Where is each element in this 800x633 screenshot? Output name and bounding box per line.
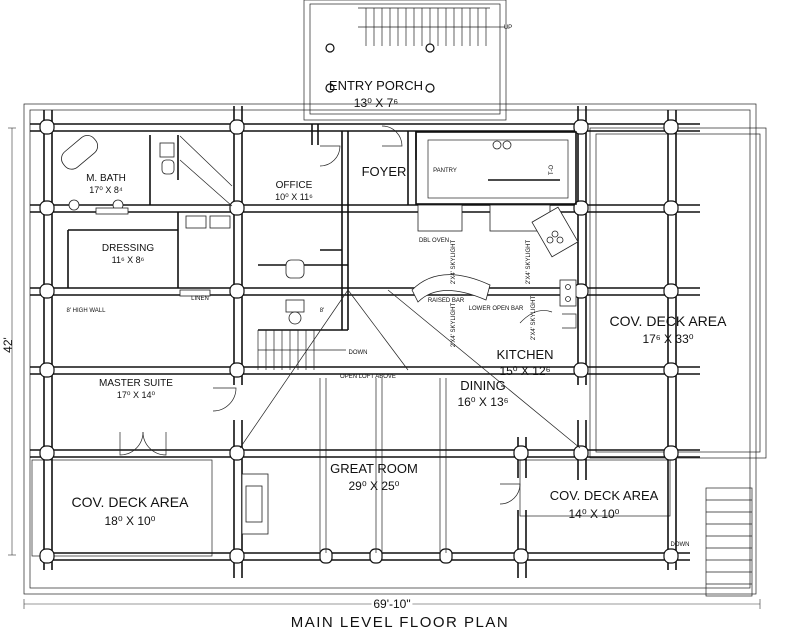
room-cov-deck-left-size: 18⁰ X 10⁰ (105, 514, 156, 528)
deck-stair (705, 487, 753, 597)
skylight-2: 2'X4' SKYLIGHT (526, 240, 532, 285)
entry-stair-treads (358, 8, 505, 46)
dimension-lines (8, 127, 761, 609)
room-entry-porch-size: 13⁰ X 7⁶ (354, 96, 399, 110)
eight-ft-label: 8' (320, 308, 324, 314)
room-foyer-name: FOYER (362, 164, 407, 179)
skylight-4: 2'X4' SKYLIGHT (531, 296, 537, 341)
t-o-label: T-O (549, 165, 555, 175)
room-great-room-size: 29⁰ X 25⁰ (349, 479, 400, 493)
room-master-suite-size: 17⁰ X 14⁰ (117, 390, 156, 400)
room-great-room-name: GREAT ROOM (330, 461, 418, 476)
room-cov-deck-center-size: 14⁰ X 10⁰ (569, 507, 620, 521)
room-cov-deck-right-size: 17⁶ X 33⁰ (642, 332, 693, 346)
doors (119, 125, 521, 505)
room-master-suite-name: MASTER SUITE (99, 378, 173, 389)
entry-porch-structure (303, 0, 507, 121)
shower-lines (179, 135, 233, 207)
skylight-1: 2'X4' SKYLIGHT (451, 240, 457, 285)
room-labels: ENTRY PORCH 13⁰ X 7⁶ M. BATH 17⁰ X 8⁴ OF… (72, 78, 728, 528)
depth-dimension: 42' (1, 337, 15, 353)
plan-notes: PANTRY T-O DBL OVEN RAISED BAR LOWER OPE… (67, 165, 690, 548)
room-cov-deck-center-name: COV. DECK AREA (550, 488, 659, 503)
raised-bar-label: RAISED BAR (428, 298, 465, 304)
dbl-oven-label: DBL OVEN (419, 238, 449, 244)
pantry-label: PANTRY (433, 168, 457, 174)
room-cov-deck-right-name: COV. DECK AREA (610, 313, 728, 329)
deck-outlines (23, 103, 767, 595)
down-stair (257, 330, 346, 370)
fireplace (241, 473, 269, 535)
plan-title: MAIN LEVEL FLOOR PLAN (290, 614, 510, 631)
high-wall-label: 8' HIGH WALL (67, 308, 107, 314)
room-dining-size: 16⁰ X 13⁶ (457, 395, 508, 409)
interior-walls (67, 124, 577, 331)
room-dressing-size: 11⁶ X 8⁶ (112, 255, 145, 265)
room-kitchen-name: KITCHEN (496, 347, 553, 362)
room-m-bath-size: 17⁰ X 8⁴ (89, 185, 123, 195)
room-dining-name: DINING (460, 378, 506, 393)
down-stair-label: DOWN (349, 350, 368, 356)
down-deck-label: DOWN (671, 542, 690, 548)
kitchen-counters (411, 140, 579, 329)
open-loft-lines (239, 289, 581, 553)
room-m-bath-name: M. BATH (86, 173, 126, 184)
room-entry-porch-name: ENTRY PORCH (329, 78, 423, 93)
lower-open-bar-label: LOWER OPEN BAR (469, 306, 524, 312)
linen-label: LINEN (191, 296, 209, 302)
log-posts (39, 119, 679, 564)
skylight-3: 2'X4' SKYLIGHT (451, 303, 457, 348)
up-label: UP (504, 25, 512, 31)
room-office-size: 10⁰ X 11⁶ (275, 192, 313, 202)
bath-fixtures (61, 135, 305, 325)
width-dimension: 69'-10" (373, 597, 410, 611)
exterior-walls (30, 106, 700, 578)
open-loft-label: OPEN LOFT ABOVE (340, 374, 396, 380)
room-kitchen-size: 15⁰ X 12⁶ (499, 364, 550, 378)
room-dressing-name: DRESSING (102, 243, 154, 254)
room-office-name: OFFICE (276, 180, 313, 191)
room-cov-deck-left-name: COV. DECK AREA (72, 494, 190, 510)
